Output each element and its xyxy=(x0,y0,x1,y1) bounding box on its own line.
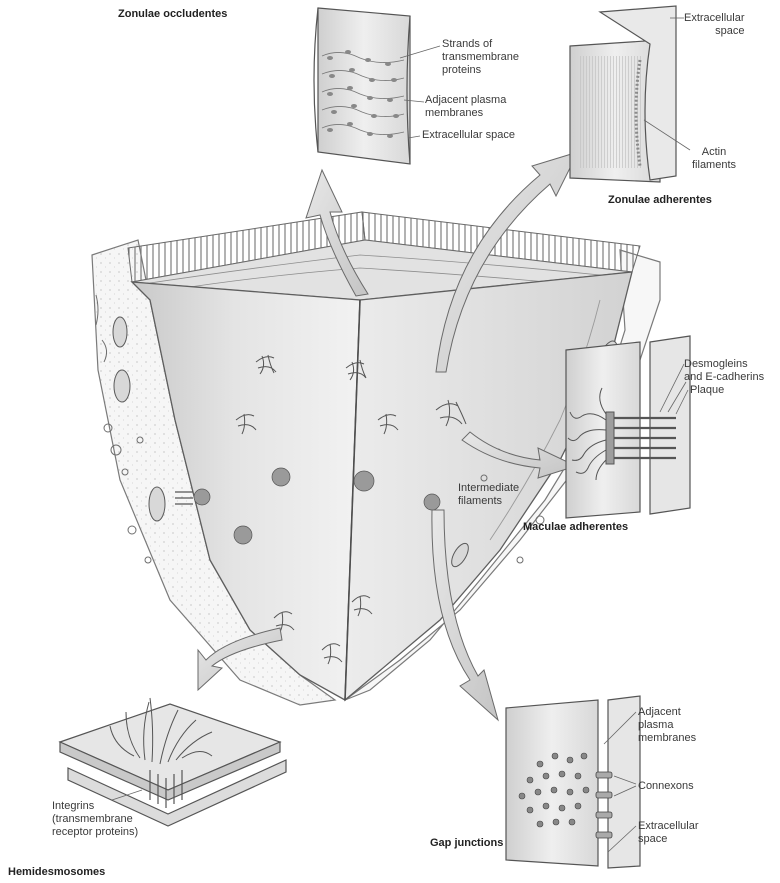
panel-gap-junctions xyxy=(506,696,640,868)
label-adjacent-plasma-membranes-top: Adjacent plasma membranes xyxy=(425,94,506,120)
panel-zonulae-adherentes xyxy=(570,6,690,182)
label-extracellular-space-top: Extracellular space xyxy=(422,129,515,142)
label-connexons: Connexons xyxy=(638,780,694,793)
title-maculae-adherentes: Maculae adherentes xyxy=(523,521,628,533)
title-gap-junctions: Gap junctions xyxy=(430,837,503,849)
label-actin-filaments: Actin filaments xyxy=(692,146,736,172)
label-plaque: Plaque xyxy=(690,384,724,397)
label-integrins: Integrins (transmembrane receptor protei… xyxy=(52,800,138,839)
title-hemidesmosomes: Hemidesmosomes xyxy=(8,866,105,878)
title-zonulae-adherentes: Zonulae adherentes xyxy=(608,194,712,206)
label-extracellular-space-gap: Extracellular space xyxy=(638,820,699,846)
label-desmogleins-e-cadherins: Desmogleins and E-cadherins xyxy=(684,358,764,384)
label-intermediate-filaments: Intermediate filaments xyxy=(458,482,519,508)
panel-maculae-adherentes xyxy=(566,336,690,518)
label-adjacent-plasma-membranes-gap: Adjacent plasma membranes xyxy=(638,706,696,745)
title-zonulae-occludentes: Zonulae occludentes xyxy=(118,8,227,20)
label-strands-of-transmembrane-proteins: Strands of transmembrane proteins xyxy=(442,38,519,77)
label-extracellular-space-za: Extracellular space xyxy=(684,12,745,38)
